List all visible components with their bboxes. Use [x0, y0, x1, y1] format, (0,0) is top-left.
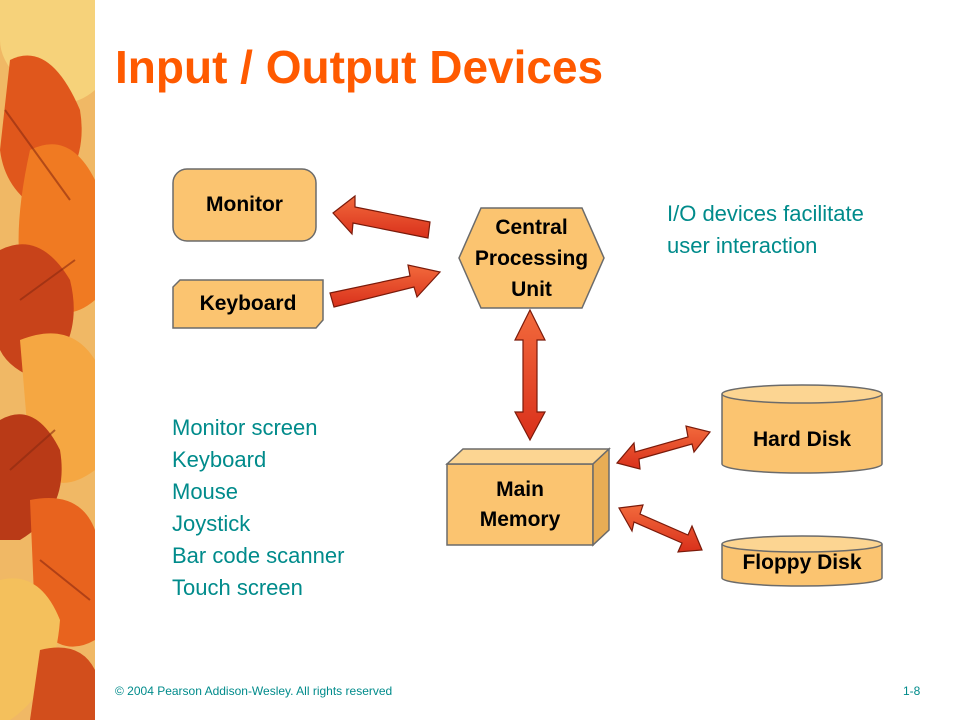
hard-disk-top [721, 384, 883, 404]
io-note-line-1: I/O devices facilitate [667, 201, 864, 226]
memory-top-face [445, 448, 611, 465]
arrow-memory-hard-disk [615, 425, 712, 470]
device-list-item: Mouse [172, 479, 239, 504]
memory-side-face [592, 447, 610, 547]
floppy-disk-top [721, 535, 883, 553]
device-list-item: Bar code scanner [172, 543, 345, 568]
device-list-item: Touch screen [172, 575, 303, 600]
cpu-label-line-3: Unit [511, 278, 552, 301]
hard-disk-cylinder [721, 394, 883, 474]
arrow-memory-floppy-disk [618, 504, 703, 553]
cpu-label: Central Processing Unit [459, 212, 604, 305]
page-number: 1-8 [903, 684, 921, 698]
slide-title: Input / Output Devices [115, 41, 604, 93]
monitor-label: Monitor [206, 193, 283, 216]
arrow-keyboard-to-cpu [329, 264, 442, 308]
memory-label-line-1: Main [496, 478, 544, 501]
copyright-footer: © 2004 Pearson Addison-Wesley. All right… [115, 684, 393, 698]
io-note: I/O devices facilitate user interaction [667, 198, 864, 262]
keyboard-label: Keyboard [199, 292, 297, 315]
io-note-line-2: user interaction [667, 233, 818, 258]
arrow-cpu-memory [513, 308, 547, 442]
device-list-item: Keyboard [172, 447, 267, 472]
cpu-label-line-1: Central [495, 216, 568, 239]
device-list: Monitor screen Keyboard Mouse Joystick B… [172, 412, 344, 604]
keyboard-box [172, 279, 324, 329]
device-list-item: Monitor screen [172, 415, 318, 440]
floppy-disk-label: Floppy Disk [742, 551, 862, 574]
monitor-box [172, 168, 317, 242]
memory-label: Main Memory [447, 475, 593, 535]
cpu-hexagon [458, 207, 605, 309]
arrow-cpu-to-monitor [332, 194, 431, 239]
autumn-leaves-sidebar [0, 0, 95, 720]
floppy-disk-cylinder [721, 544, 883, 587]
hard-disk-label: Hard Disk [752, 428, 852, 451]
device-list-item: Joystick [172, 511, 251, 536]
memory-label-line-2: Memory [479, 508, 561, 531]
cpu-label-line-2: Processing [474, 247, 589, 270]
